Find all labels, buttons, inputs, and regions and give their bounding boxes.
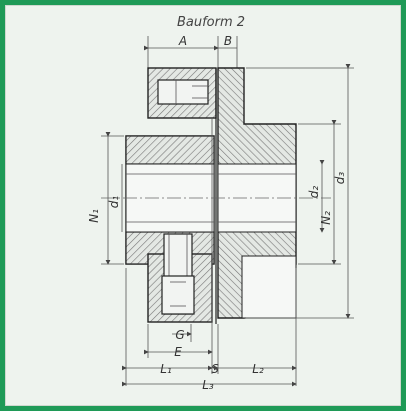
label-a: A xyxy=(178,34,187,48)
dimension-n1-d1: N₁ d₁ xyxy=(87,132,124,265)
drawing-panel: Bauform 2 A B xyxy=(5,5,401,406)
label-l1: L₁ xyxy=(160,362,172,376)
left-hub xyxy=(125,67,217,323)
coupling-technical-drawing: Bauform 2 A B xyxy=(87,15,354,392)
label-s: S xyxy=(211,362,219,376)
label-g: G xyxy=(175,328,184,342)
dimension-a-b: A B xyxy=(144,34,238,72)
dimension-bottom: G E L₁ S L₂ L₃ xyxy=(122,268,297,392)
label-l3: L₃ xyxy=(202,378,214,392)
label-e: E xyxy=(174,345,182,359)
label-n1: N₁ xyxy=(87,209,101,223)
label-l2: L₂ xyxy=(252,362,264,376)
drawing-title: Bauform 2 xyxy=(177,15,245,30)
label-d2: d₂ xyxy=(307,186,321,199)
label-b: B xyxy=(224,34,232,48)
dimension-d2-n2-d3: d₂ N₂ d₃ xyxy=(246,64,354,319)
label-d1: d₁ xyxy=(107,196,121,209)
label-d3: d₃ xyxy=(333,172,347,185)
right-hub xyxy=(211,67,297,324)
label-n2: N₂ xyxy=(319,211,333,225)
